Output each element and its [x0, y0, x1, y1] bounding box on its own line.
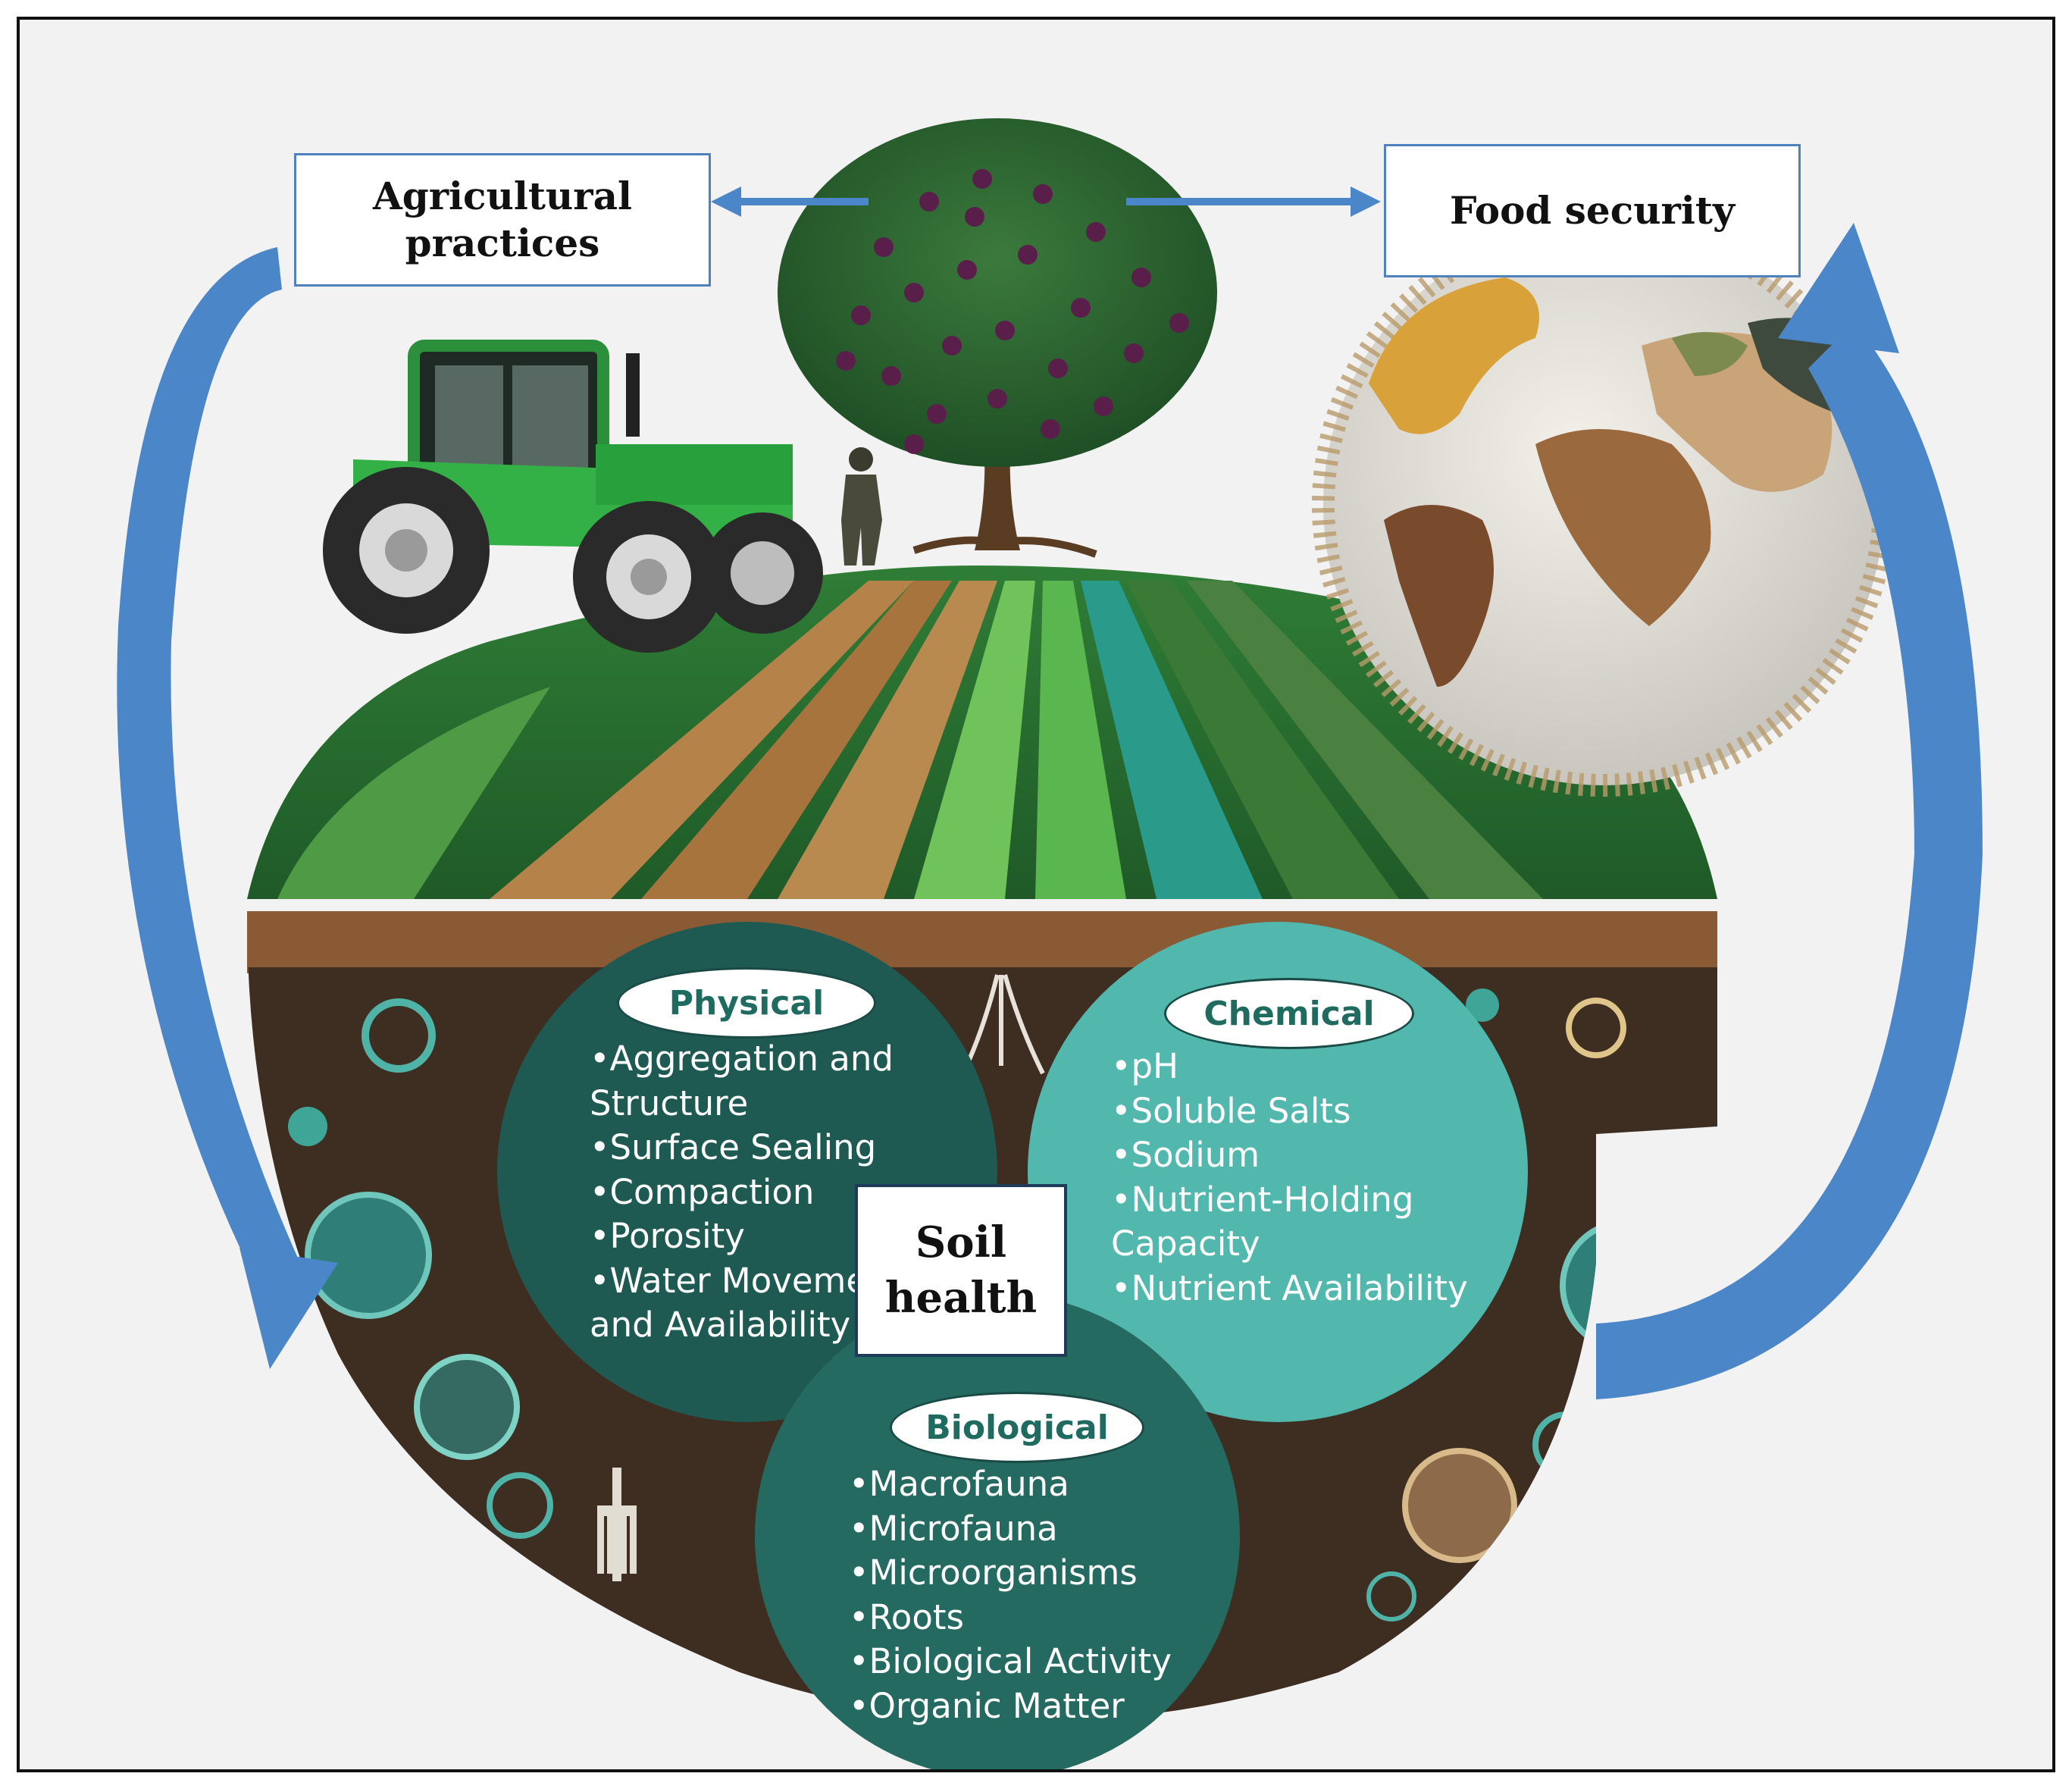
physical-item: •Surface Sealing: [590, 1127, 877, 1167]
physical-item: Structure: [590, 1082, 749, 1123]
arrow-soil-to-food-security: [1596, 223, 1983, 1399]
tractor-illustration: [323, 340, 823, 653]
chemical-item: •pH: [1111, 1046, 1178, 1086]
physical-item: •Porosity: [590, 1216, 745, 1256]
chemical-title: Chemical: [1164, 978, 1414, 1049]
biological-item: •Macrofauna: [849, 1464, 1069, 1504]
agricultural-practices-box: Agricultural practices: [294, 153, 711, 287]
biological-item: •Organic Matter: [849, 1685, 1125, 1726]
food-security-box: Food security: [1384, 144, 1801, 277]
field-illustration: [247, 566, 1717, 899]
tree-illustration: [778, 118, 1217, 566]
biological-title: Biological: [890, 1392, 1144, 1463]
arrow-tree-to-agricultural-practices: [711, 186, 869, 217]
diagram-frame: Agricultural practices Food security Phy…: [17, 17, 2055, 1772]
biological-item: •Biological Activity: [849, 1641, 1172, 1681]
biological-item: •Roots: [849, 1596, 964, 1637]
physical-item: •Aggregation and: [590, 1039, 894, 1079]
physical-item: •Compaction: [590, 1171, 815, 1212]
biological-item: •Microorganisms: [849, 1552, 1138, 1593]
soil-health-box: Soil health: [855, 1184, 1067, 1357]
fork-icon: [597, 1468, 637, 1581]
chemical-item: •Sodium: [1111, 1135, 1260, 1175]
chemical-circle: [1028, 922, 1528, 1422]
arrow-agricultural-practices-to-soil: [117, 247, 338, 1369]
physical-item: and Availability: [590, 1305, 851, 1345]
chemical-item: •Soluble Salts: [1111, 1090, 1351, 1131]
biological-list: •Macrofauna •Microfauna •Microorganisms …: [849, 1462, 1243, 1728]
chemical-item: •Nutrient Availability: [1111, 1267, 1468, 1308]
physical-item: •Water Moveme: [590, 1260, 868, 1301]
chemical-item: Capacity: [1111, 1223, 1260, 1264]
physical-title: Physical: [617, 967, 876, 1039]
physical-list: •Aggregation and Structure •Surface Seal…: [590, 1037, 1014, 1348]
chemical-item: •Nutrient-Holding: [1111, 1179, 1414, 1220]
arrow-tree-to-food-security: [1126, 186, 1381, 217]
chemical-list: •pH •Soluble Salts •Sodium •Nutrient-Hol…: [1111, 1045, 1505, 1311]
biological-item: •Microfauna: [849, 1508, 1058, 1549]
